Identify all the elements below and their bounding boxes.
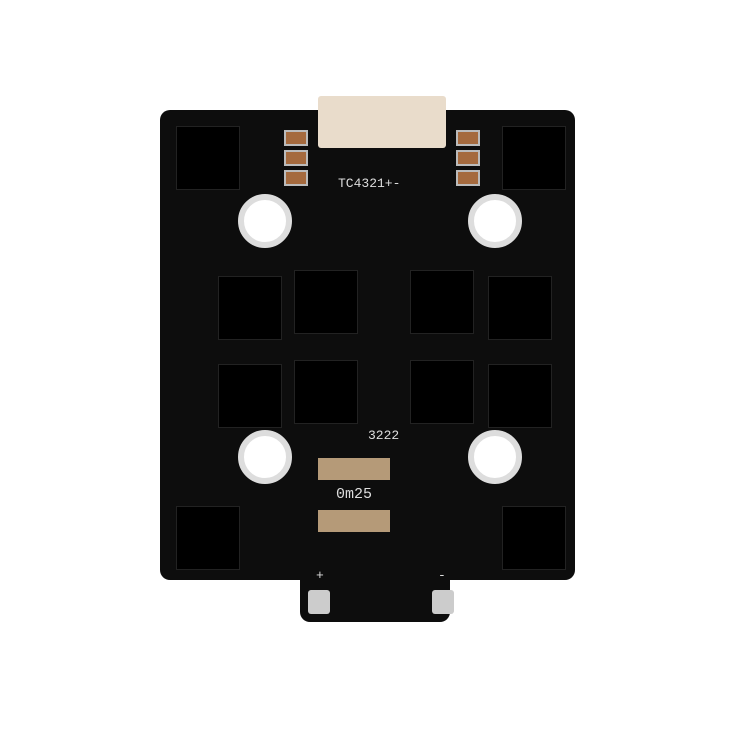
chip xyxy=(218,276,282,340)
chip xyxy=(410,360,474,424)
capacitor xyxy=(284,170,308,186)
minus-label: - xyxy=(438,568,446,583)
chip xyxy=(294,270,358,334)
capacitor xyxy=(284,150,308,166)
mount-hole xyxy=(238,194,292,248)
connector-label: TC4321+- xyxy=(338,176,401,191)
shunt-bottom xyxy=(318,510,390,532)
chip xyxy=(502,126,566,190)
shunt-label: 0m25 xyxy=(336,486,373,503)
chip xyxy=(502,506,566,570)
capacitor xyxy=(456,130,480,146)
shunt-top xyxy=(318,458,390,480)
mount-hole xyxy=(468,430,522,484)
plus-label: + xyxy=(316,568,324,583)
capacitor xyxy=(456,150,480,166)
chip xyxy=(294,360,358,424)
capacitor xyxy=(284,130,308,146)
connector xyxy=(318,96,446,148)
mount-hole xyxy=(468,194,522,248)
chip xyxy=(176,126,240,190)
capacitor xyxy=(456,170,480,186)
chip xyxy=(410,270,474,334)
board-code: 3222 xyxy=(368,428,400,443)
power-pad-minus xyxy=(432,590,454,614)
power-pad-plus xyxy=(308,590,330,614)
mount-hole xyxy=(238,430,292,484)
chip xyxy=(218,364,282,428)
chip xyxy=(488,276,552,340)
chip xyxy=(488,364,552,428)
chip xyxy=(176,506,240,570)
